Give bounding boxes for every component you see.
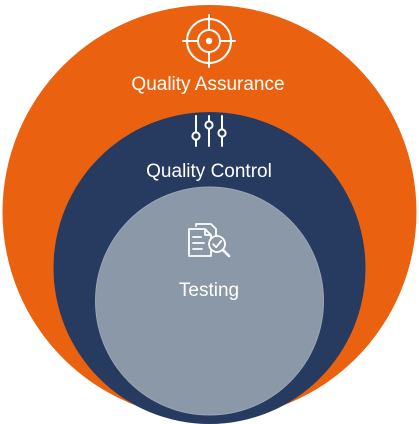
document-check-icon (188, 223, 231, 258)
sliders-icon (191, 115, 227, 147)
target-crosshair-icon (182, 14, 236, 68)
quality-assurance-label: Quality Assurance (131, 74, 284, 95)
testing-label: Testing (179, 280, 239, 301)
testing-circle (95, 186, 324, 416)
quality-control-label: Quality Control (146, 161, 272, 182)
